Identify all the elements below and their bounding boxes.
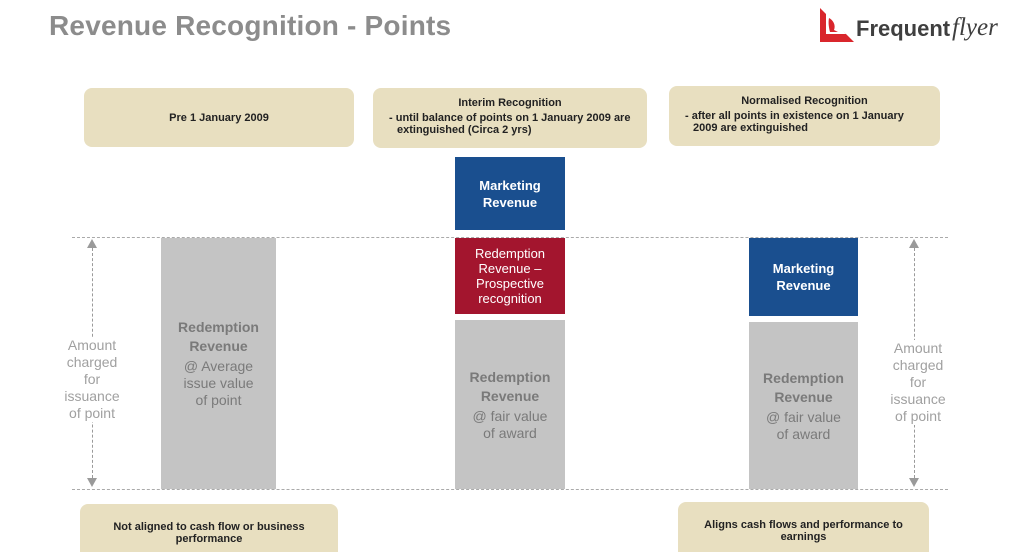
normalised-title: Normalised Recognition bbox=[741, 95, 868, 107]
normalised-redemption-revenue-block: Redemption Revenue @ fair value of award bbox=[749, 322, 858, 489]
interim-redemption-revenue-block: Redemption Revenue @ fair value of award bbox=[455, 320, 565, 489]
interim-marketing-revenue-block: Marketing Revenue bbox=[455, 157, 565, 230]
left-amount-label: Amount charged for issuance of point bbox=[56, 337, 128, 422]
kangaroo-logo-icon bbox=[820, 8, 854, 42]
left-arrow-up-icon bbox=[87, 239, 97, 248]
aligns-cash-flows-footer: Aligns cash flows and performance to ear… bbox=[678, 502, 929, 552]
normalised-detail: - after all points in existence on 1 Jan… bbox=[685, 110, 904, 134]
normalised-recognition-header: Normalised Recognition - after all point… bbox=[669, 86, 940, 146]
right-amount-label: Amount charged for issuance of point bbox=[882, 340, 954, 425]
aligns-text: Aligns cash flows and performance to ear… bbox=[704, 519, 903, 543]
interim-detail: - until balance of points on 1 January 2… bbox=[389, 112, 631, 136]
pre-2009-header: Pre 1 January 2009 bbox=[84, 88, 354, 147]
logo-text-flyer: flyer bbox=[952, 14, 998, 41]
logo-text-frequent: Frequent bbox=[856, 16, 951, 41]
interim-prospective-redemption-block: Redemption Revenue – Prospective recogni… bbox=[455, 238, 565, 314]
right-arrow-down-icon bbox=[909, 478, 919, 487]
page-title: Revenue Recognition - Points bbox=[49, 10, 452, 41]
interim-recognition-header: Interim Recognition - until balance of p… bbox=[373, 88, 647, 148]
right-arrow-up-icon bbox=[909, 239, 919, 248]
pre-redemption-revenue-block: Redemption Revenue @ Average issue value… bbox=[161, 238, 276, 489]
pre-2009-title: Pre 1 January 2009 bbox=[169, 111, 269, 124]
frequent-flyer-logo: Frequent flyer bbox=[820, 6, 1010, 46]
normalised-marketing-revenue-block: Marketing Revenue bbox=[749, 238, 858, 316]
not-aligned-footer: Not aligned to cash flow or business per… bbox=[80, 504, 338, 552]
interim-title: Interim Recognition bbox=[458, 97, 562, 109]
bottom-dashed-line bbox=[72, 489, 948, 490]
top-dashed-line bbox=[72, 237, 948, 238]
left-arrow-down-icon bbox=[87, 478, 97, 487]
not-aligned-text: Not aligned to cash flow or business per… bbox=[113, 521, 305, 545]
